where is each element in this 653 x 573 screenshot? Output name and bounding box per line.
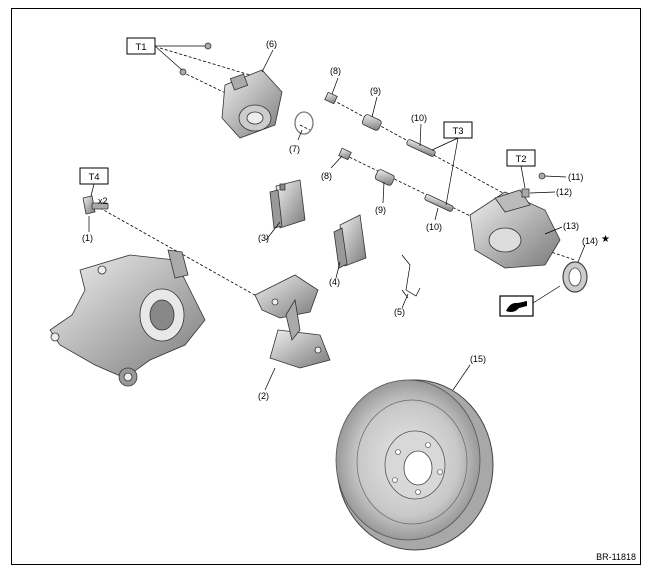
callout-11: (11)	[568, 172, 583, 182]
disc-rotor	[335, 379, 494, 551]
callout-6: (6)	[266, 39, 277, 49]
callout-10a: (10)	[411, 113, 427, 123]
guide-boot-upper	[361, 114, 382, 131]
callout-8a: (8)	[330, 66, 341, 76]
callout-leaders	[88, 49, 586, 391]
callout-10b: (10)	[426, 222, 442, 232]
callout-5: (5)	[394, 307, 405, 317]
guide-pin-upper	[406, 139, 436, 157]
pad-clip	[401, 254, 421, 299]
torque-box-t1: T1	[126, 37, 205, 71]
callout-labels: (1) (2) (3) (4) (5) (6) (7) (8) (8) (9) …	[82, 39, 610, 401]
pin-boot-upper	[324, 91, 338, 105]
callout-1: (1)	[82, 233, 93, 243]
svg-text:T2: T2	[515, 154, 526, 165]
grease-icon	[499, 285, 561, 317]
callout-4: (4)	[329, 277, 340, 287]
callout-9b: (9)	[375, 205, 386, 215]
seal-ring	[294, 111, 314, 135]
svg-text:T4: T4	[88, 172, 99, 183]
guide-pin-lower	[424, 194, 454, 212]
callout-9a: (9)	[370, 86, 381, 96]
parking-brake-motor	[221, 69, 283, 139]
guide-boot-lower	[374, 169, 395, 186]
caliper-bracket	[254, 274, 331, 369]
svg-text:T1: T1	[135, 42, 146, 53]
callout-12: (12)	[556, 187, 572, 197]
multiplier-x2: x2	[98, 196, 108, 206]
callout-8b: (8)	[321, 171, 332, 181]
torque-box-t3: T3	[431, 121, 473, 206]
star-mark: ★	[601, 234, 610, 245]
brake-pad-outer	[333, 214, 367, 269]
pin-boot-lower	[338, 147, 352, 161]
callout-7: (7)	[289, 144, 300, 154]
brake-pad-inner	[269, 179, 306, 229]
caliper-body	[469, 189, 561, 269]
svg-text:T3: T3	[452, 126, 463, 137]
torque-box-t2: T2	[506, 149, 536, 189]
callout-13: (13)	[563, 221, 579, 231]
callout-15: (15)	[470, 354, 486, 364]
bracket-bolt	[82, 195, 109, 215]
steering-knuckle	[49, 249, 206, 387]
callout-3: (3)	[258, 233, 269, 243]
torque-box-t4: T4	[79, 167, 109, 197]
callout-14: (14)	[582, 236, 598, 246]
diagram-frame	[11, 8, 641, 565]
figure-code: BR-11818	[596, 552, 636, 562]
callout-2: (2)	[258, 391, 269, 401]
